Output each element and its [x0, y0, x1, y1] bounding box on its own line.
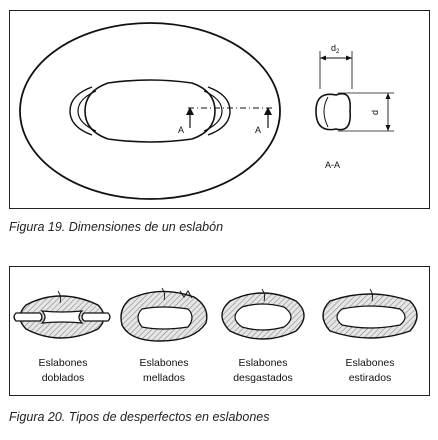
stretched-link-illustration [322, 288, 418, 339]
d-arrow-top [385, 93, 391, 99]
section-caption-a-a: A-A [325, 160, 340, 170]
defect-label-bent-line1: Eslabones [38, 357, 88, 369]
figure-20-caption: Figura 20. Tipos de desperfectos en esla… [9, 410, 270, 424]
notched-link-illustration [120, 287, 208, 342]
defect-label-stretched: Eslabones estirados [320, 356, 420, 386]
defect-label-stretched-line2: estirados [348, 372, 392, 384]
worn-link-illustration [221, 288, 305, 340]
figure-20-frame: Eslabones doblados Eslabones mellados Es… [9, 266, 430, 396]
figure-19-caption: Figura 19. Dimensiones de un eslabón [9, 220, 224, 234]
cross-section-shading [323, 96, 329, 128]
defect-label-notched: Eslabones mellados [114, 356, 214, 386]
defect-label-bent-line2: doblados [41, 372, 85, 384]
defect-label-notched-line2: mellados [142, 372, 186, 384]
d2-arrow-right [346, 55, 352, 61]
inserted-link-right-inner-arc [203, 90, 223, 132]
defect-label-bent: Eslabones doblados [13, 356, 113, 386]
defect-types-drawing [13, 287, 418, 342]
d-arrow-bottom [385, 125, 391, 131]
figure-19-frame: A A d2 d A-A [9, 10, 430, 209]
section-label-a-right: A [255, 125, 261, 135]
d-label: d [370, 110, 380, 115]
inserted-link-left-arc [69, 86, 93, 136]
inserted-link-right-arc [207, 86, 231, 136]
defect-label-worn-line2: desgastados [233, 372, 293, 384]
bent-link-illustration [13, 290, 111, 339]
defect-label-notched-line1: Eslabones [139, 357, 189, 369]
section-arrow-right-head [264, 107, 272, 115]
link-dimensions-drawing: A A d2 d A-A [19, 22, 394, 200]
link-inner-outline [84, 79, 216, 143]
defect-label-worn: Eslabones desgastados [213, 356, 313, 386]
d2-arrow-left [320, 55, 326, 61]
link-outer-outline [19, 22, 281, 200]
defect-label-stretched-line1: Eslabones [345, 357, 395, 369]
inserted-link-left-inner-arc [77, 90, 97, 132]
section-arrow-left-head [186, 107, 194, 115]
d2-label: d2 [331, 43, 340, 55]
defect-label-worn-line1: Eslabones [238, 357, 288, 369]
cross-section-shape [315, 92, 352, 131]
section-label-a-left: A [178, 125, 184, 135]
